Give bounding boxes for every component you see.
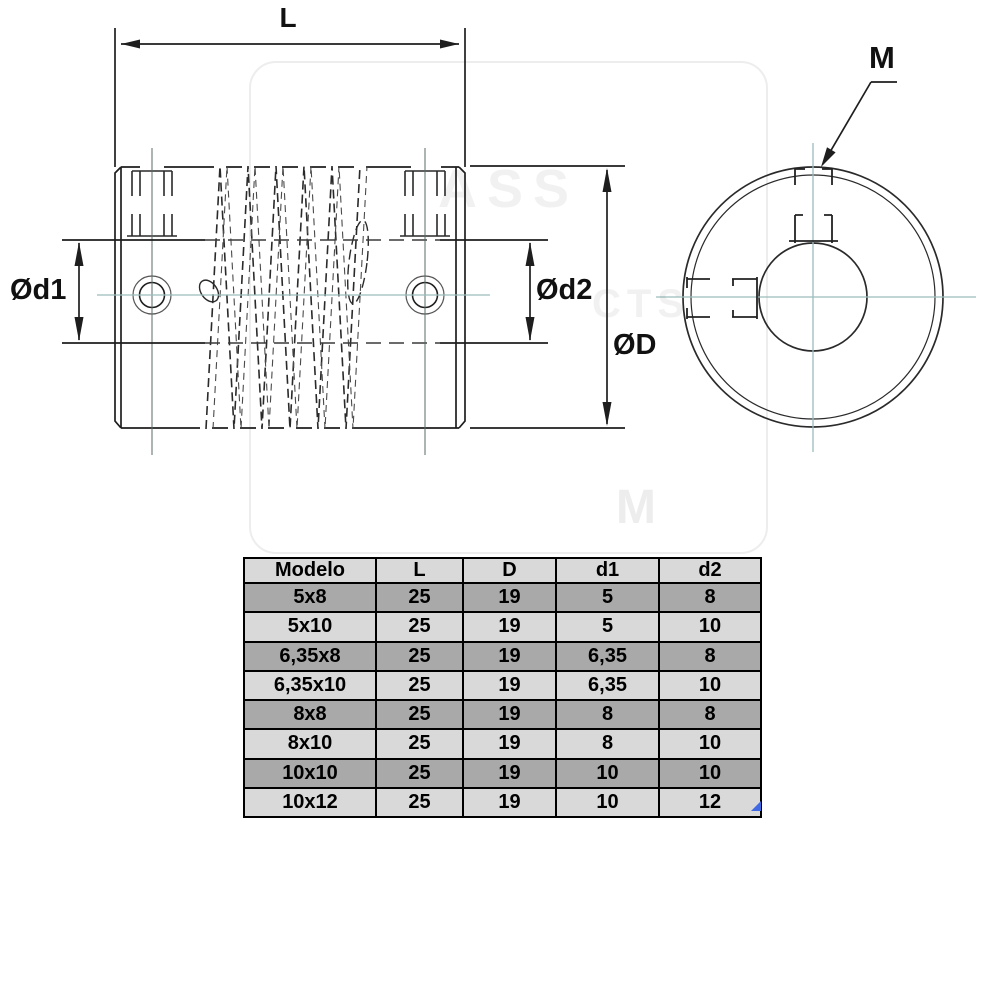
spec-table-cell: 10 — [658, 757, 762, 789]
watermark-fragment: M — [616, 481, 656, 534]
spec-table-cell: 25 — [375, 611, 464, 643]
spec-table-cell: 19 — [462, 611, 557, 643]
dimension-label-screw-thread: M — [869, 40, 895, 75]
outer-diameter-dimension — [470, 165, 625, 429]
spec-table-cell: 8 — [555, 728, 660, 760]
watermark-fragment: ASS — [438, 159, 580, 219]
spec-table-cell: 10x10 — [243, 757, 377, 789]
side-view — [62, 28, 625, 455]
bore-hidden-lines — [205, 239, 440, 344]
spec-table-cell: 25 — [375, 786, 464, 819]
dimension-label-bore-left: Ød1 — [10, 274, 67, 306]
spec-table-cell: 6,35 — [555, 640, 660, 672]
spec-table-cell: 19 — [462, 640, 557, 672]
spec-table-cell: 25 — [375, 757, 464, 789]
spec-table-cell: 19 — [462, 698, 557, 731]
spec-table-cell: 19 — [462, 581, 557, 614]
l-arrow-right — [440, 39, 459, 49]
spec-table-cell: 25 — [375, 581, 464, 614]
spec-table-header-cell: D — [462, 557, 557, 584]
spec-table-cell: 5 — [555, 581, 660, 614]
spec-table-cell: 25 — [375, 669, 464, 702]
spec-table-cell: 10x12 — [243, 786, 377, 819]
spec-table-header-cell: Modelo — [243, 557, 377, 584]
front-view — [656, 81, 976, 452]
spec-table-cell: 8x10 — [243, 728, 377, 760]
spec-table-cell: 5x8 — [243, 581, 377, 614]
spec-table-cell: 10 — [658, 728, 762, 760]
spec-table-cell: 10 — [555, 757, 660, 789]
spec-table-cell: 19 — [462, 757, 557, 789]
coupling-body-outline — [114, 166, 466, 429]
spec-table-cell: 19 — [462, 728, 557, 760]
watermark-box — [249, 61, 768, 554]
spec-table-cell: 8 — [658, 698, 762, 731]
spec-table-cell: 25 — [375, 640, 464, 672]
l-arrow-left — [121, 39, 140, 49]
m-leader — [821, 81, 897, 167]
spec-table-cell: 19 — [462, 669, 557, 702]
thread-hole-left — [686, 277, 758, 319]
spec-table-cell: 5 — [555, 611, 660, 643]
spec-table-cell: 10 — [555, 786, 660, 819]
spec-table-cell: 19 — [462, 786, 557, 819]
spec-table-header-cell: L — [375, 557, 464, 584]
spec-table-cell: 6,35x10 — [243, 669, 377, 702]
d2-dimension — [440, 239, 548, 344]
table-resize-handle[interactable] — [751, 801, 761, 811]
spec-table-cell: 6,35x8 — [243, 640, 377, 672]
spiral-end-loop-left — [198, 279, 220, 303]
spec-table-header-cell: d1 — [555, 557, 660, 584]
d1-dimension — [62, 239, 205, 344]
watermark-fragment: CTS — [592, 282, 690, 326]
spec-table-cell: 8 — [555, 698, 660, 731]
spec-table-cell: 10 — [658, 669, 762, 702]
spec-table-cell: 25 — [375, 698, 464, 731]
dimension-label-outer-diameter: ØD — [613, 329, 657, 361]
spec-table-header-cell: d2 — [658, 557, 762, 584]
spec-table-cell: 8 — [658, 581, 762, 614]
spec-table-cell: 8x8 — [243, 698, 377, 731]
dimension-label-length: L — [279, 2, 297, 33]
spec-table-cell: 12 — [658, 786, 762, 819]
spec-table-cell: 5x10 — [243, 611, 377, 643]
spec-table-cell: 25 — [375, 728, 464, 760]
spiral-end-loop-right — [347, 219, 369, 305]
spec-table-cell: 6,35 — [555, 669, 660, 702]
thread-hole-top — [789, 168, 838, 243]
spec-table-cell: 8 — [658, 640, 762, 672]
dimension-label-bore-right: Ød2 — [536, 274, 593, 306]
spiral-cut — [205, 165, 368, 430]
spec-table-cell: 10 — [658, 611, 762, 643]
side-view-centerlines — [97, 148, 490, 455]
